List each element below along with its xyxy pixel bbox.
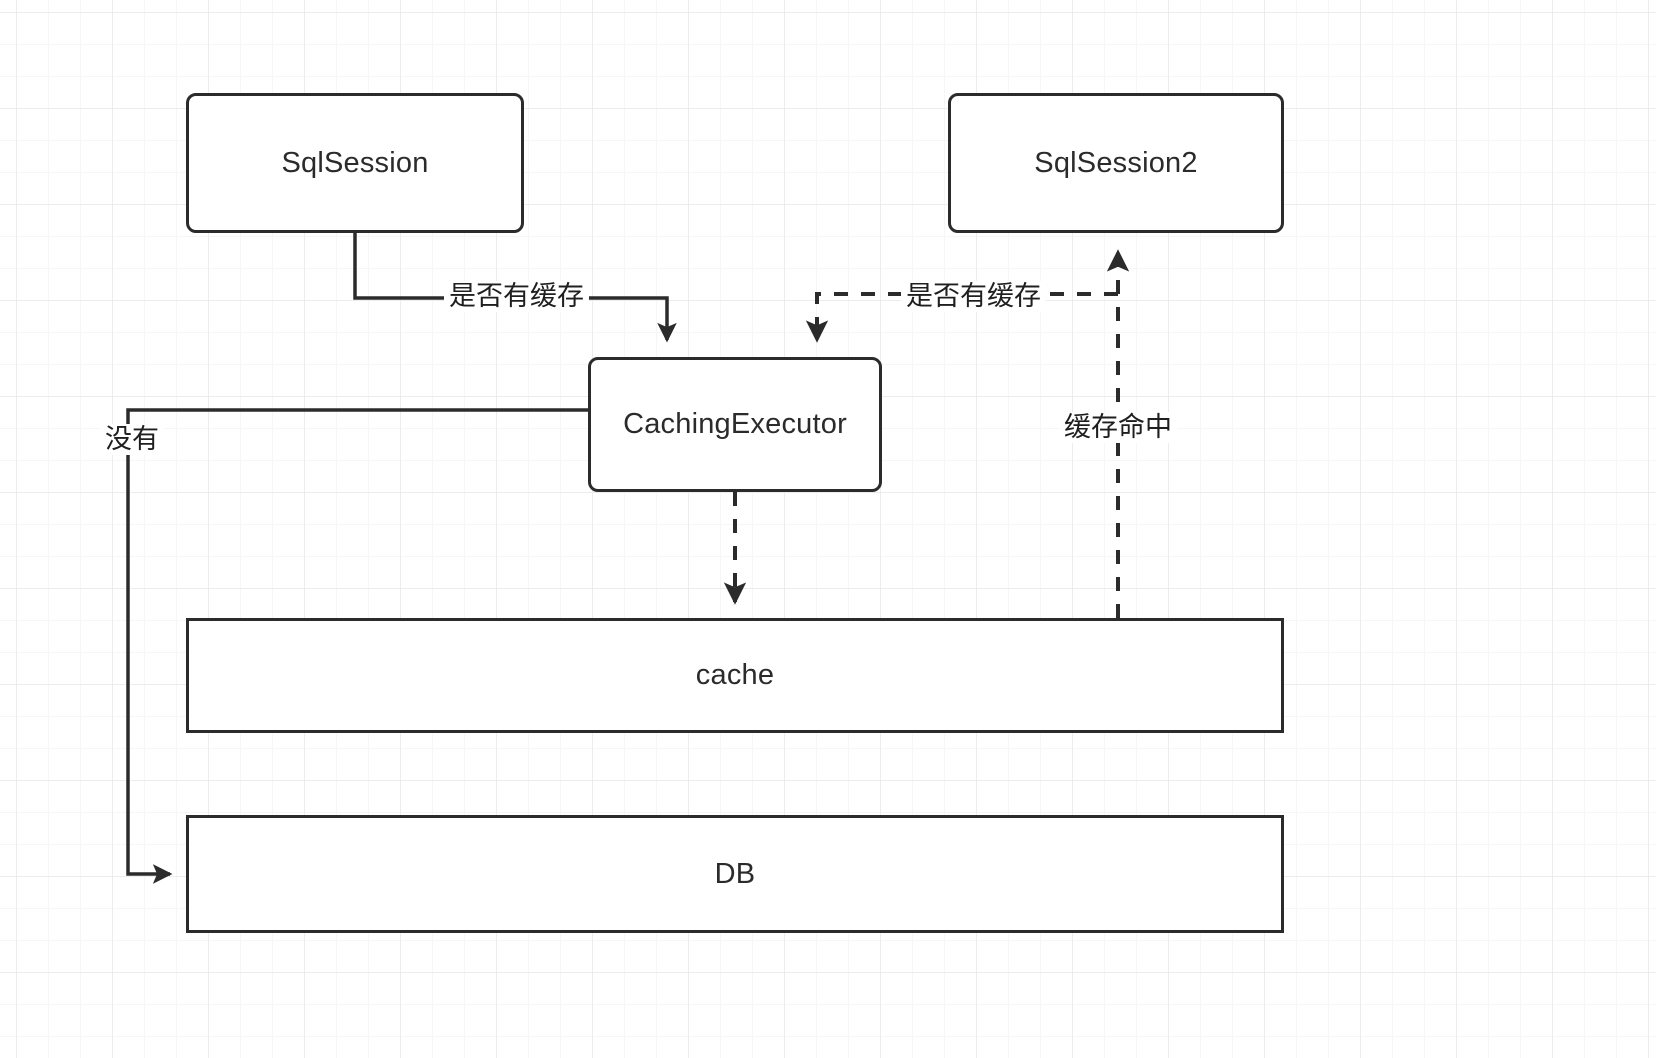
edge-cachingexecutor-to-db xyxy=(126,408,588,884)
edge-label-no-cache: 没有 xyxy=(100,424,164,455)
node-cachingexecutor-label: CachingExecutor xyxy=(623,408,847,440)
node-cache[interactable]: cache xyxy=(186,618,1284,733)
node-cachingexecutor[interactable]: CachingExecutor xyxy=(588,357,882,492)
node-sqlsession2-label: SqlSession2 xyxy=(1034,146,1198,179)
edge-sqlsession2-to-cachingexecutor xyxy=(805,292,1118,343)
edge-label-sqlsession2-cache-check: 是否有缓存 xyxy=(901,281,1046,312)
edge-label-cache-hit: 缓存命中 xyxy=(1059,412,1177,443)
node-sqlsession[interactable]: SqlSession xyxy=(186,93,524,233)
node-cache-label: cache xyxy=(695,659,775,691)
node-sqlsession2[interactable]: SqlSession2 xyxy=(948,93,1284,233)
node-db-label: DB xyxy=(714,857,756,890)
node-db[interactable]: DB xyxy=(186,815,1284,933)
edge-label-sqlsession-cache-check: 是否有缓存 xyxy=(444,281,589,312)
node-sqlsession-label: SqlSession xyxy=(281,146,429,179)
